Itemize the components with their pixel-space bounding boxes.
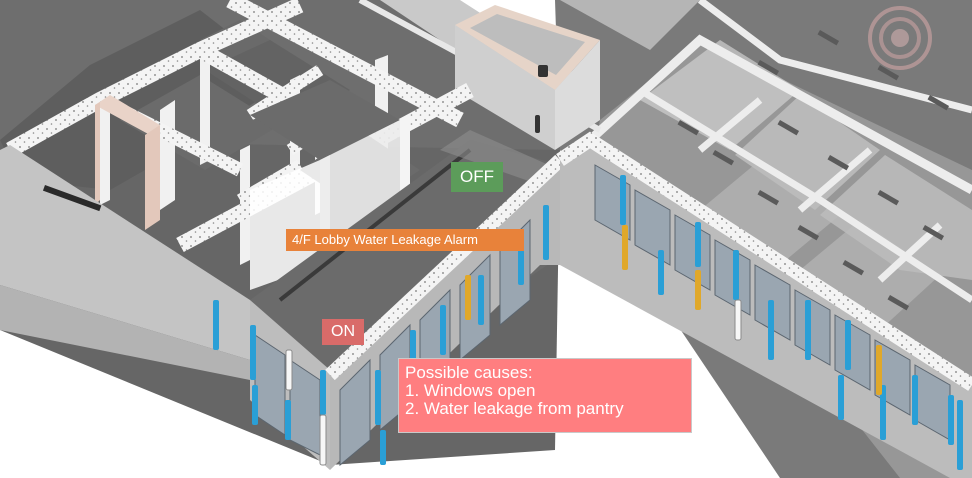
- signal-ring-icon[interactable]: [862, 3, 938, 73]
- cause-item: 1. Windows open: [405, 381, 536, 400]
- east-facade: [556, 131, 972, 478]
- west-rooms: [0, 0, 474, 290]
- cause-item: 2. Water leakage from pantry: [405, 399, 624, 418]
- off-status-label[interactable]: OFF: [451, 162, 503, 192]
- causes-heading: Possible causes:: [405, 363, 533, 382]
- alarm-name-label[interactable]: 4/F Lobby Water Leakage Alarm: [286, 229, 524, 251]
- on-status-label[interactable]: ON: [322, 319, 364, 345]
- possible-causes-panel: Possible causes: 1. Windows open 2. Wate…: [398, 358, 692, 433]
- pantry-room: [455, 5, 600, 150]
- lobby-floor: [250, 130, 560, 370]
